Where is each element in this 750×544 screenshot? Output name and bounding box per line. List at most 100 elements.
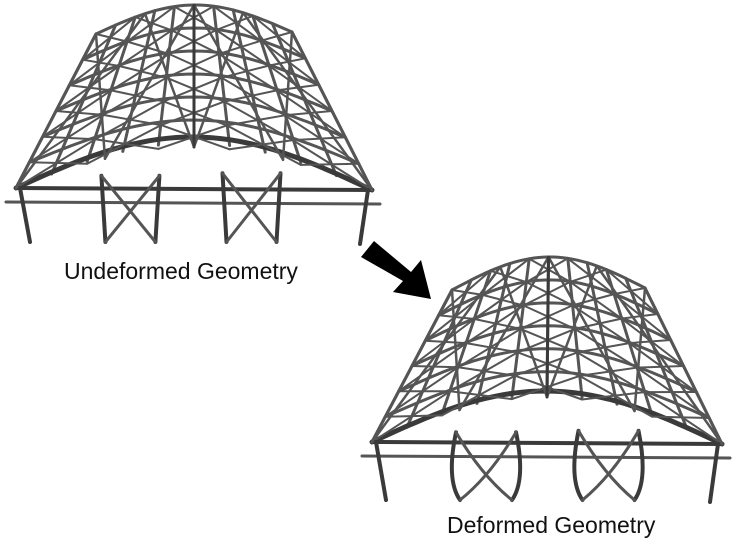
corner-column	[708, 442, 720, 504]
support-leg	[274, 171, 283, 244]
support-brace	[99, 174, 157, 244]
roof-brace	[605, 268, 659, 315]
roof-brace	[643, 391, 723, 445]
deformed-geometry-label: Deformed Geometry	[447, 512, 656, 538]
corner-column	[374, 440, 388, 502]
support-leg	[449, 430, 462, 502]
roof-brace	[411, 365, 460, 369]
corner-column	[358, 188, 370, 246]
support-leg	[632, 428, 645, 502]
roof-brace	[620, 313, 659, 320]
roof-brace	[126, 5, 176, 43]
roof-brace	[215, 29, 270, 67]
roof-brace	[613, 287, 646, 296]
roof-diagonal	[143, 12, 196, 149]
roof-brace	[259, 31, 293, 42]
roof-brace	[223, 100, 294, 142]
side-edge-beam	[370, 288, 454, 444]
support-brace	[103, 174, 161, 244]
roof-diagonal	[192, 3, 285, 162]
arrow-down-right-icon	[361, 241, 431, 299]
roof-brace	[41, 135, 97, 141]
support-brace	[221, 171, 278, 244]
roof-diagonal	[458, 255, 550, 412]
support-leg	[99, 173, 108, 244]
roof-brace	[573, 317, 623, 330]
roof-brace	[481, 257, 531, 296]
roof-brace	[465, 342, 519, 354]
support-leg	[220, 171, 229, 244]
support-leg	[510, 430, 523, 502]
roof-brace	[118, 65, 168, 79]
roof-diagonal	[450, 288, 461, 412]
front-lower-chord	[4, 200, 382, 206]
roof-brace	[126, 40, 171, 55]
roof-diagonal	[14, 12, 147, 190]
roof-diagonal	[94, 32, 107, 161]
roof-diagonal	[241, 11, 374, 192]
side-edge-beam	[643, 286, 724, 446]
roof-brace	[28, 161, 89, 165]
roof-brace	[81, 16, 137, 61]
roof-brace	[449, 390, 513, 401]
roof-brace	[118, 29, 173, 67]
support-leg	[572, 428, 585, 502]
roof-brace	[95, 33, 129, 43]
support-brace	[454, 430, 514, 502]
side-edge-beam	[14, 32, 98, 190]
roof-brace	[225, 124, 302, 166]
roof-brace	[291, 139, 373, 191]
roof-diagonal	[499, 265, 549, 399]
support-leg	[153, 173, 162, 244]
support-brace	[577, 429, 636, 502]
roof-brace	[220, 76, 286, 117]
roof-brace	[573, 327, 638, 369]
ridge-line	[545, 255, 550, 399]
roof-brace	[55, 110, 105, 116]
roof-diagonal	[370, 265, 502, 444]
support-brace	[581, 429, 640, 502]
roof-brace	[473, 281, 528, 320]
roof-diagonal	[545, 264, 599, 399]
roof-brace	[267, 64, 333, 112]
roof-brace	[481, 293, 525, 307]
roof-brace	[102, 113, 163, 127]
roof-brace	[576, 351, 646, 394]
roof-brace	[457, 366, 516, 377]
front-tie-beam	[370, 440, 724, 446]
support-brace	[225, 171, 282, 244]
side-edge-beam	[290, 30, 374, 192]
roof-brace	[451, 289, 484, 296]
front-lower-chord	[360, 454, 732, 460]
roof-brace	[437, 314, 476, 320]
roof-brace	[251, 14, 307, 60]
roof-diagonal	[595, 264, 724, 446]
roof-brace	[571, 293, 615, 307]
roof-brace	[566, 257, 615, 296]
roof-brace	[212, 5, 262, 42]
support-brace	[458, 430, 518, 502]
roof-diagonal	[281, 30, 294, 162]
roof-brace	[217, 39, 262, 55]
roof-diagonal	[103, 3, 196, 161]
roof-brace	[94, 138, 160, 150]
roof-brace	[620, 317, 685, 367]
roof-brace	[473, 318, 522, 330]
deformed-truss-model	[360, 255, 732, 504]
undeformed-truss-model	[4, 3, 382, 246]
roof-brace	[384, 414, 443, 418]
roof-brace	[578, 374, 653, 418]
roof-diagonal	[633, 286, 647, 413]
front-tie-beam	[14, 186, 374, 192]
roof-brace	[571, 304, 631, 345]
roof-brace	[569, 280, 623, 320]
roof-brace	[81, 58, 121, 67]
undeformed-geometry-label: Undeformed Geometry	[64, 258, 298, 284]
corner-column	[18, 186, 32, 244]
roof-diagonal	[547, 255, 636, 413]
roof-brace	[110, 89, 165, 103]
roof-brace	[437, 269, 492, 317]
roof-brace	[217, 52, 278, 92]
roof-diagonal	[192, 11, 245, 149]
